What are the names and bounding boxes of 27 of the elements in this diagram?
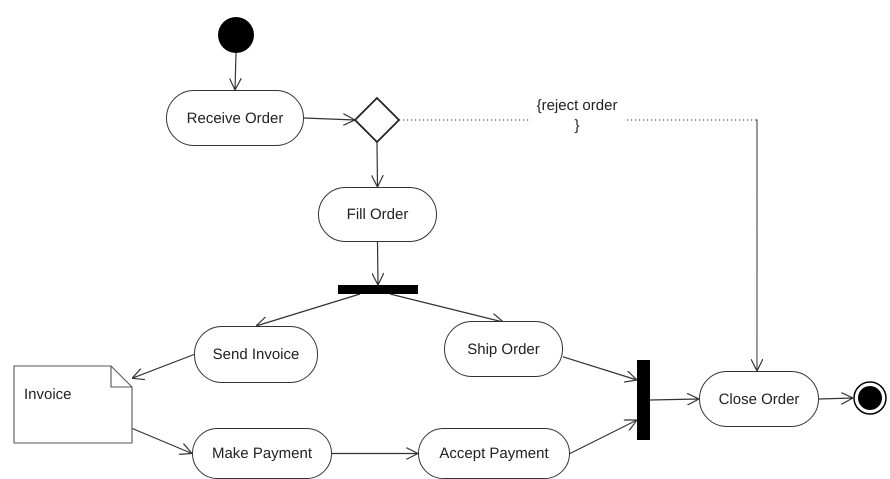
arrow — [255, 293, 360, 329]
arrow — [228, 52, 242, 91]
action-node: Ship Order — [444, 321, 563, 377]
action-node: Accept Payment — [418, 428, 570, 479]
document-note — [14, 366, 132, 443]
arrow — [570, 419, 638, 454]
join-bar — [637, 360, 650, 440]
arrow — [650, 392, 700, 406]
action-node: Receive Order — [166, 90, 304, 146]
arrow — [132, 428, 193, 455]
action-node: Fill Order — [318, 187, 437, 242]
arrow — [370, 142, 384, 188]
note-text: Invoice — [24, 386, 72, 403]
arrow — [332, 446, 419, 460]
action-node: Make Payment — [192, 428, 332, 479]
initial-node — [218, 17, 254, 53]
final-node — [853, 381, 887, 415]
fork-bar — [338, 285, 418, 294]
edge-label: {reject order } — [530, 96, 624, 136]
arrow — [304, 112, 356, 126]
action-node: Send Invoice — [194, 326, 318, 383]
decision-diamond — [355, 98, 399, 142]
arrow — [131, 354, 194, 380]
arrow — [562, 356, 638, 383]
action-node: Close Order — [699, 371, 819, 427]
arrow — [818, 392, 854, 405]
arrow — [371, 242, 384, 286]
